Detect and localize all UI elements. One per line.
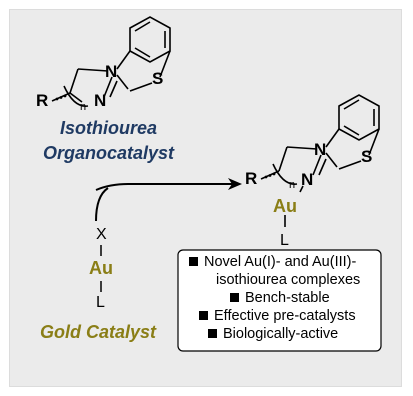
feature-4: Biologically-active	[223, 326, 338, 342]
gold-catalyst-l: L	[96, 294, 105, 311]
feature-3: Effective pre-catalysts	[214, 308, 356, 324]
product-ring-size-n: n	[289, 179, 295, 191]
product-l: L	[280, 232, 289, 249]
product-atom-n2: N	[301, 170, 313, 189]
organocatalyst-atom-s: S	[152, 69, 163, 88]
feature-1-line2: isothiourea complexes	[216, 272, 360, 288]
product-structure	[260, 94, 380, 227]
features-box	[177, 249, 382, 352]
gold-catalyst-au: Au	[89, 258, 113, 278]
product-wedge	[264, 172, 276, 179]
bullet-square-4	[208, 329, 217, 338]
gold-catalyst-structure: X Au L	[89, 226, 113, 311]
feature-2: Bench-stable	[245, 290, 330, 306]
gold-catalyst-label: Gold Catalyst	[40, 322, 157, 342]
bullet-square-3	[199, 311, 208, 320]
product-benzene-ring	[338, 94, 380, 141]
organocatalyst-label-line2: Organocatalyst	[43, 143, 175, 163]
product-au: Au	[273, 196, 297, 216]
organocatalyst-label-line1: Isothiourea	[60, 118, 157, 138]
gold-catalyst-x: X	[96, 226, 107, 243]
product-atom-n1: N	[314, 140, 326, 159]
organocatalyst-ring-size-n: n	[80, 101, 86, 113]
feature-1-line1: Novel Au(I)- and Au(III)-	[204, 254, 356, 270]
bullet-square-1	[189, 257, 198, 266]
reaction-arrow	[95, 183, 233, 222]
organocatalyst-atom-n2: N	[94, 91, 106, 110]
benzene-ring	[129, 16, 171, 63]
organocatalyst-atom-n1: N	[105, 62, 117, 81]
organocatalyst-atom-r: R	[36, 91, 48, 110]
organocatalyst-structure	[51, 16, 171, 107]
arrow-head	[228, 178, 242, 190]
organocatalyst-wedge	[55, 94, 67, 101]
bullet-square-2	[230, 293, 239, 302]
product-atom-s: S	[361, 147, 372, 166]
product-atom-r: R	[245, 169, 257, 188]
